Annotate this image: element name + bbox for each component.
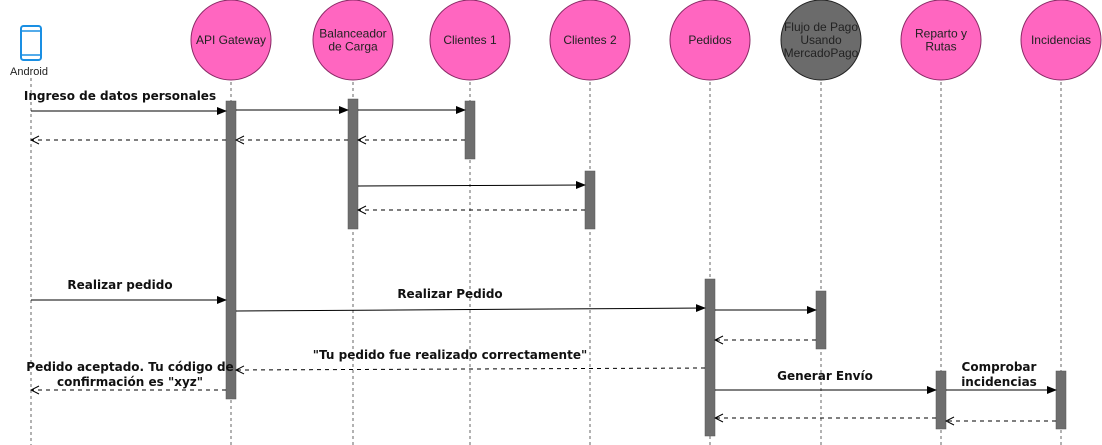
- participant-label: Pedidos: [688, 33, 731, 47]
- activation-bar-pay: [815, 290, 827, 350]
- message-api-to-android: Pedido aceptado. Tu código deconfirmació…: [26, 360, 234, 390]
- activation-bar-c2: [584, 170, 596, 230]
- participant-label: Flujo de Pago: [784, 20, 858, 34]
- participant-label: Clientes 1: [443, 33, 497, 47]
- participant-ped: Pedidos: [669, 0, 751, 81]
- participant-label: Clientes 2: [563, 33, 617, 47]
- participant-circle: [312, 0, 394, 81]
- call-arrow: [357, 181, 586, 190]
- message-label: Ingreso de datos personales: [24, 89, 216, 103]
- activation-bar-c1: [464, 100, 476, 160]
- participant-c2: Clientes 2: [549, 0, 631, 81]
- participant-circle: [780, 0, 862, 81]
- message-api-to-ped: Realizar Pedido: [235, 287, 706, 313]
- android-device: Android: [10, 25, 48, 78]
- participant-label: Rutas: [925, 40, 956, 54]
- message-label: Comprobar: [962, 360, 1037, 374]
- participant-label: API Gateway: [196, 33, 266, 47]
- participant-label: Balanceador: [319, 27, 386, 41]
- activation-bar-rep: [935, 370, 947, 430]
- participant-label: Reparto y: [915, 27, 967, 41]
- message-ped-to-api: "Tu pedido fue realizado correctamente": [236, 348, 706, 370]
- call-arrow: [235, 304, 706, 313]
- message-android-to-api: Realizar pedido: [31, 278, 227, 304]
- device-label: Android: [10, 66, 48, 78]
- activation-bar-api: [225, 100, 237, 400]
- activation-bar-ped: [704, 278, 716, 437]
- message-label: Realizar Pedido: [397, 287, 502, 301]
- participant-api: API Gateway: [190, 0, 272, 81]
- participant-circle: [190, 0, 272, 81]
- message-label: confirmación es "xyz": [57, 375, 203, 389]
- participant-circle: [429, 0, 511, 81]
- participant-label: de Carga: [328, 40, 378, 54]
- participant-label: Incidencias: [1031, 33, 1091, 47]
- message-ped-to-rep: Generar Envío: [715, 369, 937, 394]
- participant-circle: [549, 0, 631, 81]
- message-label: incidencias: [961, 375, 1037, 389]
- participant-label: Usando: [800, 33, 842, 47]
- participant-inc: Incidencias: [1020, 0, 1102, 81]
- participant-circle: [900, 0, 982, 81]
- activation-bar-inc: [1055, 370, 1067, 430]
- message-label: Realizar pedido: [67, 278, 172, 292]
- message-android-to-api: Ingreso de datos personales: [24, 89, 227, 115]
- participant-circle: [1020, 0, 1102, 81]
- participant-circle: [669, 0, 751, 81]
- participant-c1: Clientes 1: [429, 0, 511, 81]
- message-label: Generar Envío: [777, 369, 873, 383]
- message-label: "Tu pedido fue realizado correctamente": [313, 348, 587, 362]
- activation-bar-lb: [347, 98, 359, 230]
- message-label: Pedido aceptado. Tu código de: [26, 360, 233, 374]
- participant-label: MercadoPago: [784, 46, 859, 60]
- smartphone-icon: [20, 25, 42, 61]
- message-lb-to-c2: [357, 181, 586, 190]
- return-arrow: [236, 368, 706, 370]
